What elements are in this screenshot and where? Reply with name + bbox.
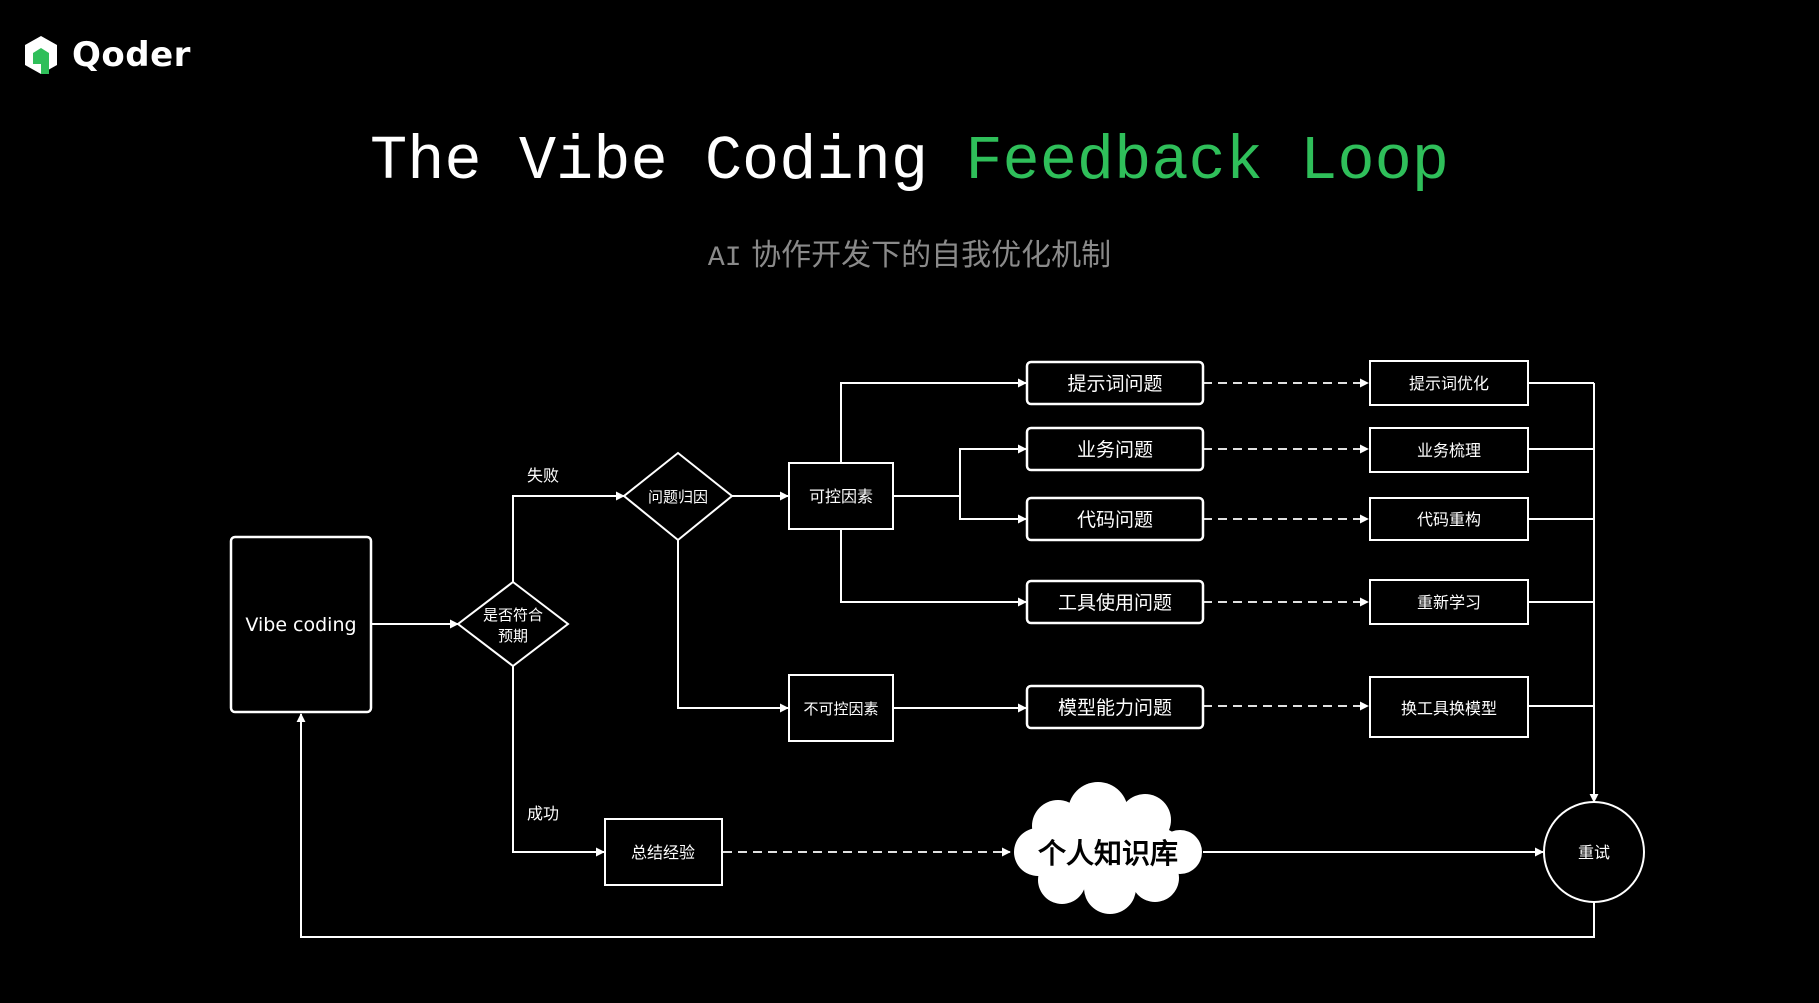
edge-to-prompt-problem <box>840 378 1027 462</box>
title-part1: The Vibe Coding <box>370 126 929 197</box>
brand-logo: Qoder <box>20 34 191 76</box>
node-attribution: 问题归因 <box>622 451 734 542</box>
subtitle-text: 协作开发下的自我优化机制 <box>751 238 1112 273</box>
qoder-logo-icon <box>25 36 57 74</box>
solution-tool: 重新学习 <box>1369 579 1529 625</box>
edge-fail <box>512 491 625 582</box>
edge-to-code-problem <box>959 496 1027 524</box>
problem-tool: 工具使用问题 <box>1025 579 1205 625</box>
node-retry: 重试 <box>1543 801 1645 903</box>
problem-business: 业务问题 <box>1025 426 1205 472</box>
node-vibe-coding: Vibe coding <box>229 535 373 714</box>
edge-to-uncontrollable <box>677 540 789 713</box>
solution-model-label: 换工具换模型 <box>1401 699 1497 718</box>
edge-to-tool-problem <box>840 530 1027 607</box>
summarize-label: 总结经验 <box>631 843 695 862</box>
solution-business-label: 业务梳理 <box>1417 441 1481 460</box>
retry-label: 重试 <box>1578 843 1610 862</box>
page-title: The Vibe Coding Feedback Loop <box>0 126 1819 197</box>
problem-code-label: 代码问题 <box>1077 509 1153 531</box>
problem-business-label: 业务问题 <box>1077 439 1153 461</box>
problem-tool-label: 工具使用问题 <box>1058 592 1172 614</box>
knowledge-base-label: 个人知识库 <box>1038 837 1178 870</box>
edge-retry-loop <box>296 713 1595 938</box>
solution-model: 换工具换模型 <box>1369 676 1529 738</box>
node-controllable: 可控因素 <box>788 462 894 530</box>
decision-expected-line2: 预期 <box>498 627 528 645</box>
subtitle-prefix: AI <box>707 243 742 274</box>
node-knowledge-base: 个人知识库 <box>1014 782 1202 914</box>
solution-code-label: 代码重构 <box>1417 510 1481 529</box>
uncontrollable-label: 不可控因素 <box>803 700 878 718</box>
edge-success <box>512 666 605 857</box>
controllable-label: 可控因素 <box>809 487 873 506</box>
cloud-icon <box>1014 782 1202 914</box>
problem-prompt-label: 提示词问题 <box>1067 373 1162 395</box>
edge-fail-label: 失败 <box>527 466 559 485</box>
problem-prompt: 提示词问题 <box>1025 360 1205 406</box>
solution-tool-label: 重新学习 <box>1417 593 1481 612</box>
node-uncontrollable: 不可控因素 <box>788 674 894 742</box>
solution-code: 代码重构 <box>1369 497 1529 541</box>
connectors <box>296 378 1599 938</box>
node-decision-expected: 是否符合 预期 <box>456 580 570 668</box>
attribution-label: 问题归因 <box>648 488 708 506</box>
decision-expected-line1: 是否符合 <box>483 606 543 624</box>
brand-name: Qoder <box>72 35 191 75</box>
edge-success-label: 成功 <box>527 804 559 823</box>
node-vibe-coding-label: Vibe coding <box>245 614 356 636</box>
edge-to-business-problem <box>959 444 1027 496</box>
node-summarize: 总结经验 <box>604 818 723 886</box>
title-part2: Feedback Loop <box>965 126 1449 197</box>
page-subtitle: AI 协作开发下的自我优化机制 <box>0 230 1819 274</box>
solution-prompt: 提示词优化 <box>1369 360 1529 406</box>
problem-model-label: 模型能力问题 <box>1058 697 1172 719</box>
problem-code: 代码问题 <box>1025 496 1205 542</box>
problem-model: 模型能力问题 <box>1025 684 1205 730</box>
solution-business: 业务梳理 <box>1369 427 1529 473</box>
solution-prompt-label: 提示词优化 <box>1409 374 1489 393</box>
dashed-connectors <box>723 378 1369 857</box>
